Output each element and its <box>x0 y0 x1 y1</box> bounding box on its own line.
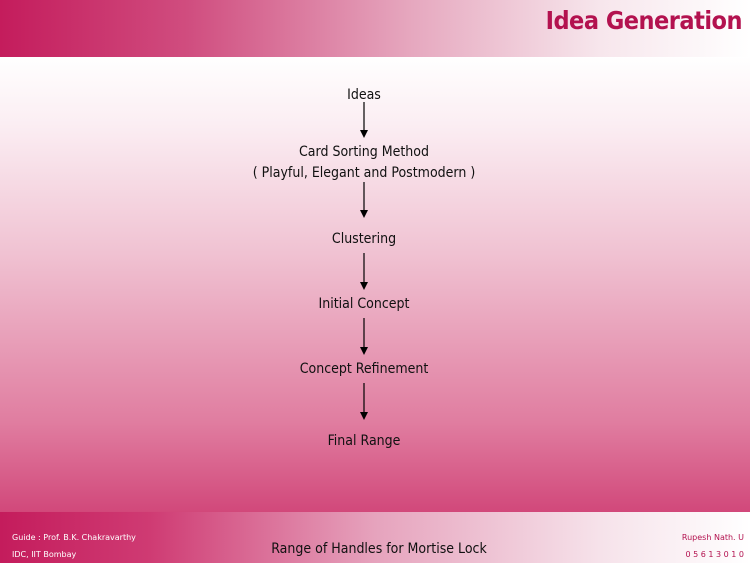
arrow-down-icon <box>360 383 368 420</box>
flow-node-ideas: Ideas <box>0 85 728 106</box>
flow-node-clustering: Clustering <box>0 229 728 250</box>
flow-node-label: Clustering <box>331 231 397 247</box>
arrow-down-icon <box>360 102 368 138</box>
arrow-down-icon <box>360 182 368 218</box>
footer-guide: Guide : Prof. B.K. Chakravarthy <box>12 533 136 542</box>
flow-node-final-range: Final Range <box>0 431 728 452</box>
arrow-down-icon <box>360 253 368 290</box>
footer-roll-number: 0 5 6 1 3 0 1 0 <box>685 550 744 559</box>
footer-institute: IDC, IIT Bombay <box>12 550 77 559</box>
flow-node-label: Concept Refinement <box>299 361 429 377</box>
page-title: Idea Generation <box>545 6 743 35</box>
flow-node-label: Ideas <box>347 87 381 103</box>
flow-node-label: Final Range <box>327 433 401 449</box>
flow-node-concept-refinement: Concept Refinement <box>0 359 728 380</box>
header-bar: Idea Generation <box>0 0 750 57</box>
flow-node-label: Initial Concept <box>318 296 410 312</box>
flow-node-initial-concept: Initial Concept <box>0 294 728 315</box>
flow-node-sublabel: ( Playful, Elegant and Postmodern ) <box>252 165 476 181</box>
arrow-down-icon <box>360 318 368 355</box>
flow-node-label: Card Sorting Method <box>299 144 429 160</box>
footer-bar <box>0 512 750 563</box>
flow-node-card-sorting: Card Sorting Method ( Playful, Elegant a… <box>0 142 728 184</box>
footer-author: Rupesh Nath. U <box>681 533 744 542</box>
footer-project-title: Range of Handles for Mortise Lock <box>271 541 487 557</box>
